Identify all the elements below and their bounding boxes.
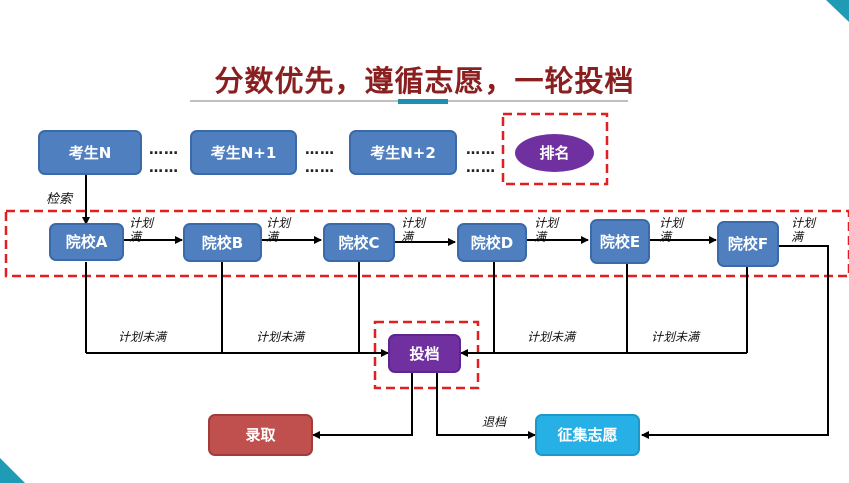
plan-full-label: 计划满: [401, 216, 426, 244]
ellipsis: ……: [305, 160, 335, 176]
ellipsis: ……: [149, 160, 179, 176]
school-box: 院校A: [49, 223, 124, 261]
school-box-label: 院校E: [599, 232, 641, 251]
school-box: 院校D: [457, 223, 527, 262]
withdraw-label: 退档: [482, 415, 507, 429]
candidate-box: 考生N+1: [190, 130, 297, 175]
plan-not-full-label: 计划未满: [118, 330, 167, 344]
candidate-box: 考生N: [38, 130, 142, 175]
search-label: 检索: [46, 192, 73, 207]
plan-full-label: 计划满: [534, 216, 559, 244]
candidate-box: 考生N+2: [349, 130, 457, 175]
ranking-oval: 排名: [515, 134, 594, 172]
plan-full-label: 计划满: [659, 216, 684, 244]
plan-full-label: 计划满: [266, 216, 291, 244]
plan-full-label: 计划满: [129, 216, 154, 244]
school-box: 院校B: [183, 223, 262, 262]
ellipsis: ……: [149, 142, 179, 158]
school-box: 院校E: [590, 219, 650, 264]
collect-box: 征集志愿: [535, 414, 640, 456]
school-box: 院校C: [323, 223, 395, 262]
ellipsis: ……: [305, 142, 335, 158]
school-box-label: 院校F: [727, 235, 769, 253]
diagram-title: 分数优先，遵循志愿，一轮投档: [214, 64, 635, 98]
admit-box: 录取: [208, 414, 313, 456]
submit-box: 投档: [388, 334, 461, 373]
plan-not-full-label: 计划未满: [256, 330, 305, 344]
school-box: 院校F: [717, 221, 779, 267]
plan-full-label: 计划满: [791, 216, 816, 244]
ellipsis: ……: [466, 142, 496, 158]
plan-not-full-label: 计划未满: [651, 330, 700, 344]
plan-not-full-label: 计划未满: [527, 330, 576, 344]
ellipsis: ……: [466, 160, 496, 176]
